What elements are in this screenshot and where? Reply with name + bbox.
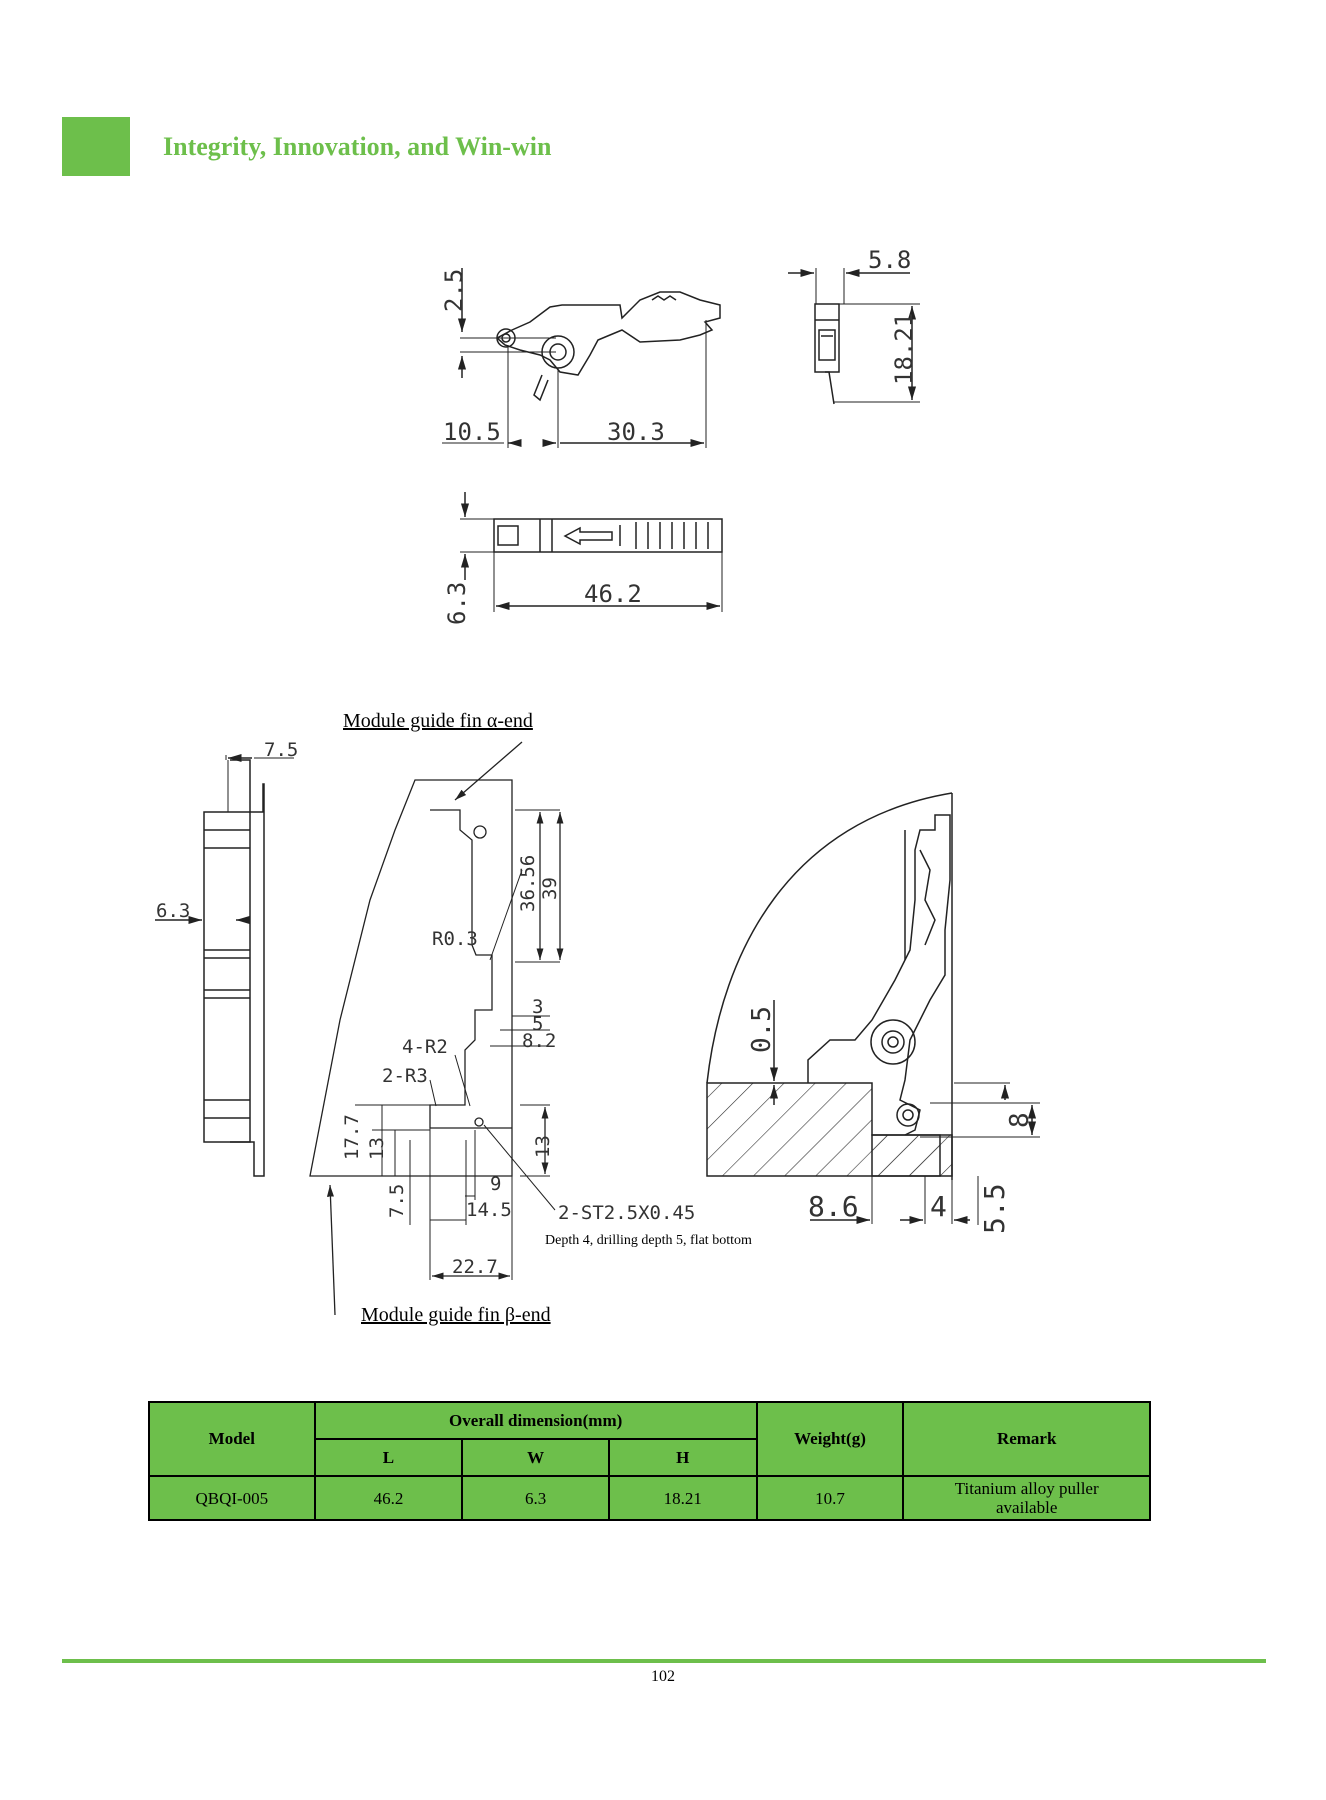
technical-drawing: 2.5 10.5 30.3 5.8 18.21 6.3 46.2 [155, 246, 1040, 1326]
header-model: Model [148, 1401, 316, 1477]
section-view [706, 792, 1040, 1225]
page-number: 102 [651, 1668, 675, 1685]
header-w: W [461, 1438, 610, 1477]
module-cutout [309, 741, 564, 1316]
radius-4-r2: 4-R2 [402, 1036, 448, 1058]
screw-note: Depth 4, drilling depth 5, flat bottom [545, 1233, 752, 1248]
cell-l: 46.2 [313, 1475, 464, 1521]
header-h: H [607, 1438, 758, 1477]
radius-2-r3: 2-R3 [382, 1065, 428, 1087]
dim-8-2: 8.2 [522, 1030, 556, 1052]
page-header-title: Integrity, Innovation, and Win-win [163, 132, 552, 161]
screw-spec: 2-ST2.5X0.45 [558, 1202, 695, 1224]
dim-36-56: 36.56 [517, 855, 539, 912]
dim-8-6: 8.6 [808, 1190, 859, 1223]
label-alpha-end: Module guide fin α-end [343, 710, 533, 732]
header-weight: Weight(g) [755, 1401, 905, 1477]
header-overall-dimension: Overall dimension(mm) [313, 1401, 758, 1440]
header-l: L [313, 1438, 464, 1477]
dim-4: 4 [930, 1190, 947, 1223]
side-view [442, 268, 721, 448]
dim-18-21: 18.21 [890, 313, 918, 385]
spec-table: Model Overall dimension(mm) Weight(g) Re… [148, 1401, 1151, 1521]
dim-7-5-bottom: 7.5 [386, 1184, 408, 1218]
dim-8: 8 [1005, 1112, 1035, 1128]
end-view [788, 268, 920, 405]
dim-5-8: 5.8 [868, 246, 911, 274]
header-remark: Remark [902, 1401, 1151, 1477]
dim-14-5: 14.5 [466, 1199, 512, 1221]
radius-r0-3: R0.3 [432, 928, 478, 950]
dim-17-7: 17.7 [341, 1114, 363, 1160]
dim-3: 3 [532, 996, 543, 1018]
dim-6-3-rail: 6.3 [156, 900, 190, 922]
cell-remark: Titanium alloy puller available [902, 1475, 1151, 1521]
label-beta-end: Module guide fin β-end [361, 1304, 551, 1326]
dim-46-2: 46.2 [584, 580, 642, 608]
dim-0-5: 0.5 [747, 1006, 777, 1053]
dim-30-3: 30.3 [607, 418, 665, 446]
dim-10-5: 10.5 [443, 418, 501, 446]
dim-7-5-top: 7.5 [264, 739, 298, 761]
dim-5: 5 [532, 1013, 543, 1035]
cell-w: 6.3 [461, 1475, 610, 1521]
table-row: QBQI-005 46.2 6.3 18.21 10.7 Titanium al… [148, 1475, 1151, 1521]
header-accent-block [62, 117, 130, 176]
dim-6-3-top: 6.3 [443, 582, 471, 625]
dim-13-right: 13 [532, 1135, 554, 1158]
cell-h: 18.21 [607, 1475, 758, 1521]
top-view [460, 492, 723, 612]
dim-13-left: 13 [366, 1137, 388, 1160]
dim-22-7: 22.7 [452, 1256, 498, 1278]
dim-39: 39 [539, 877, 561, 900]
cell-model: QBQI-005 [148, 1475, 316, 1521]
dim-2-5: 2.5 [440, 269, 468, 312]
dim-5-5: 5.5 [978, 1183, 1011, 1234]
rail-profile [155, 753, 294, 1177]
dim-9: 9 [490, 1173, 501, 1195]
cell-weight: 10.7 [755, 1475, 905, 1521]
footer-divider [62, 1659, 1266, 1663]
